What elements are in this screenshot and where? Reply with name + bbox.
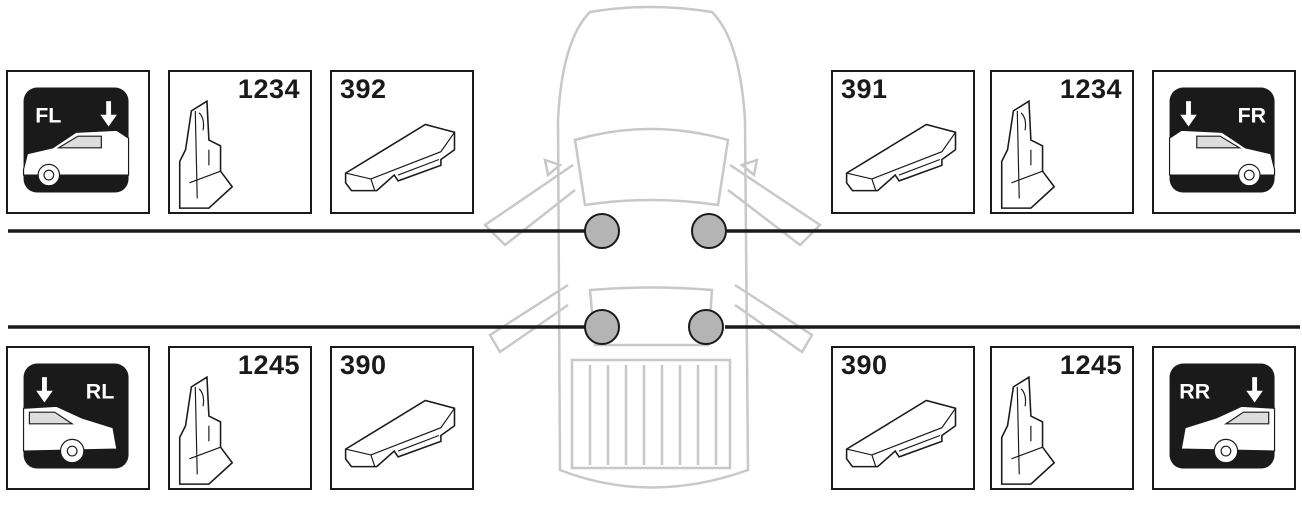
marker-fr bbox=[691, 213, 727, 249]
rl-seal-panel: 1245 bbox=[168, 346, 312, 490]
fl-seal-number: 1234 bbox=[237, 74, 300, 104]
fl-car-icon: FL bbox=[22, 87, 130, 193]
door-seal-icon bbox=[1000, 375, 1056, 485]
rr-car-icon: RR bbox=[1169, 363, 1276, 469]
rr-seal-number: 1245 bbox=[1059, 350, 1122, 380]
fl-seal-panel: 1234 bbox=[168, 70, 312, 214]
trim-pad-icon bbox=[344, 123, 456, 192]
rr-position-panel: RR bbox=[1152, 346, 1296, 490]
fr-pad-panel: 391 bbox=[831, 70, 975, 214]
vehicle-outline bbox=[483, 5, 822, 489]
trim-pad-icon bbox=[344, 399, 456, 468]
fr-position-panel: FR bbox=[1152, 70, 1296, 214]
trim-pad-icon bbox=[845, 399, 957, 468]
marker-fl bbox=[584, 213, 620, 249]
down-arrow-icon bbox=[100, 101, 117, 127]
rl-pad-number: 390 bbox=[340, 350, 387, 380]
rl-car-icon: RL bbox=[22, 363, 129, 469]
down-arrow-icon bbox=[1246, 377, 1263, 403]
door-seal-icon bbox=[178, 99, 234, 209]
rr-seal-panel: 1245 bbox=[990, 346, 1134, 490]
door-seal-icon bbox=[178, 375, 234, 485]
rr-position-label: RR bbox=[1179, 380, 1210, 404]
fl-position-label: FL bbox=[35, 104, 61, 128]
fl-position-panel: FL bbox=[6, 70, 150, 214]
fr-position-label: FR bbox=[1238, 104, 1267, 128]
door-seal-icon bbox=[1000, 99, 1056, 209]
rl-position-label: RL bbox=[86, 380, 115, 404]
fl-pad-number: 392 bbox=[340, 74, 387, 104]
rr-pad-number: 390 bbox=[841, 350, 888, 380]
rl-seal-number: 1245 bbox=[237, 350, 300, 380]
rl-pad-panel: 390 bbox=[330, 346, 474, 490]
rr-pad-panel: 390 bbox=[831, 346, 975, 490]
fl-pad-panel: 392 bbox=[330, 70, 474, 214]
fr-pad-number: 391 bbox=[841, 74, 888, 104]
marker-rl bbox=[584, 309, 620, 345]
leader-lines bbox=[8, 229, 1300, 329]
down-arrow-icon bbox=[36, 377, 53, 403]
fr-seal-panel: 1234 bbox=[990, 70, 1134, 214]
fr-seal-number: 1234 bbox=[1059, 74, 1122, 104]
trim-pad-icon bbox=[845, 123, 957, 192]
marker-rr bbox=[688, 309, 724, 345]
fr-car-icon: FR bbox=[1168, 87, 1276, 193]
down-arrow-icon bbox=[1180, 101, 1197, 127]
rl-position-panel: RL bbox=[6, 346, 150, 490]
